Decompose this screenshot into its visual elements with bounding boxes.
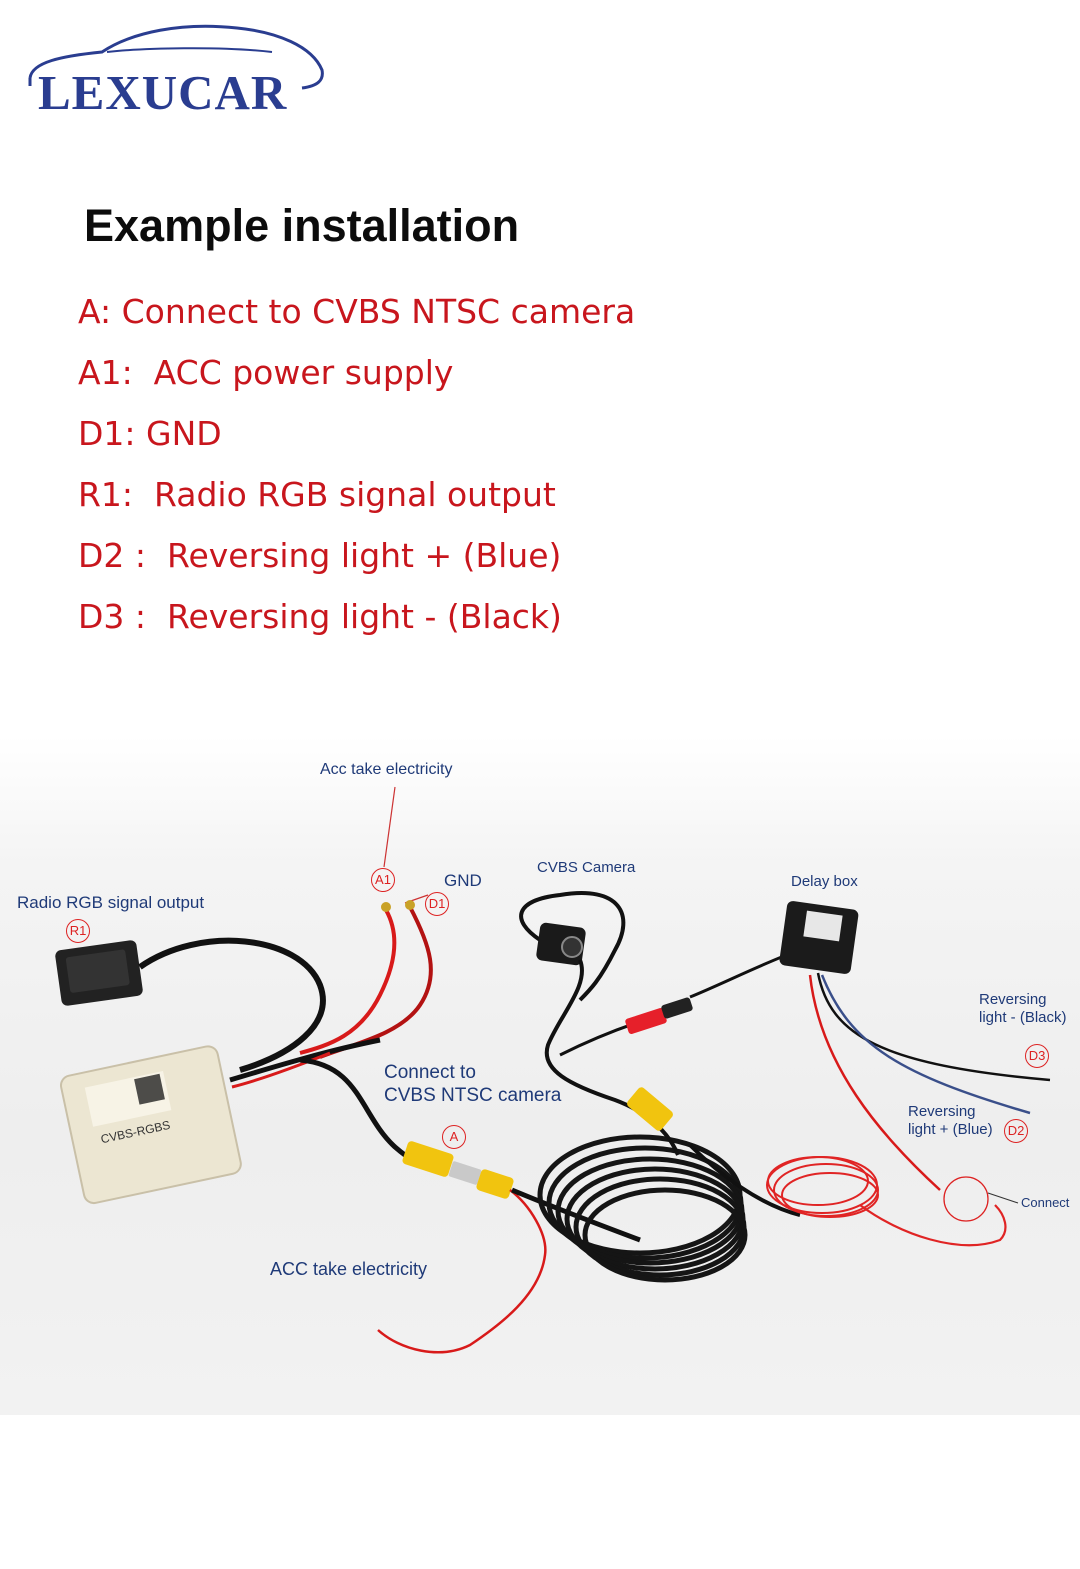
camera-rca — [627, 1087, 673, 1131]
installation-diagram: CVBS-RGBS — [0, 735, 1080, 1415]
car-outline-icon — [28, 24, 324, 90]
acc-bottom-red-wire — [377, 1189, 547, 1354]
acc-leader-line — [383, 786, 396, 868]
legend-item-d2: D2 : Reversing light + (Blue) — [78, 536, 562, 575]
blue-output-wire — [820, 974, 1031, 1115]
badge-d2: D2 — [1004, 1119, 1028, 1143]
cvbs-camera-label: CVBS Camera — [537, 859, 636, 876]
legend-item-a1: A1: ACC power supply — [78, 353, 454, 392]
connect-label: Connect — [1021, 1195, 1070, 1210]
connect-leader-line — [987, 1192, 1019, 1204]
connect-circle — [943, 1176, 989, 1222]
reversing-blue-label: Reversing light + (Blue) — [908, 1103, 993, 1138]
cvbs-camera — [519, 891, 626, 1002]
gnd-label: GND — [444, 871, 482, 890]
legend-item-a: A: Connect to CVBS NTSC camera — [78, 292, 636, 331]
legend-item-r1: R1: Radio RGB signal output — [78, 475, 556, 514]
legend-item-d3: D3 : Reversing light - (Black) — [78, 597, 562, 636]
radio-black-cable — [138, 937, 326, 1073]
badge-a1: A1 — [371, 868, 395, 892]
power-plug — [559, 997, 693, 1057]
badge-a: A — [442, 1125, 466, 1149]
gnd-terminal — [405, 900, 415, 910]
red-output-wire — [808, 974, 941, 1191]
wiring-illustration: CVBS-RGBS — [55, 786, 1051, 1354]
delay-box — [779, 901, 859, 974]
radio-rgb-label: Radio RGB signal output — [17, 893, 205, 912]
page-title: Example installation — [84, 200, 520, 251]
acc-red-wire — [299, 909, 397, 1055]
coiled-cable — [537, 1134, 748, 1283]
reversing-black-label: Reversing light - (Black) — [979, 991, 1067, 1026]
brand-logo: LEXUCAR — [22, 18, 332, 120]
connect-red-wire — [859, 1204, 1007, 1247]
acc-red-wire-2 — [319, 906, 433, 1059]
delay-box-label: Delay box — [791, 873, 858, 890]
legend-item-d1: D1: GND — [78, 414, 222, 453]
connect-cvbs-label: Connect to CVBS NTSC camera — [384, 1062, 562, 1106]
black-output-wire — [816, 972, 1051, 1082]
acc-terminal — [381, 902, 391, 912]
red-coil — [766, 1156, 879, 1218]
brand-logo-text: LEXUCAR — [38, 65, 288, 120]
acc-top-label: Acc take electricity — [320, 761, 453, 778]
badge-d3: D3 — [1025, 1044, 1049, 1068]
interface-module: CVBS-RGBS — [60, 1045, 242, 1205]
rca-connector-a — [402, 1141, 514, 1199]
badge-d1: D1 — [425, 892, 449, 916]
acc-bottom-label: ACC take electricity — [270, 1259, 428, 1279]
badge-r1: R1 — [66, 919, 90, 943]
radio-connector — [55, 940, 143, 1006]
